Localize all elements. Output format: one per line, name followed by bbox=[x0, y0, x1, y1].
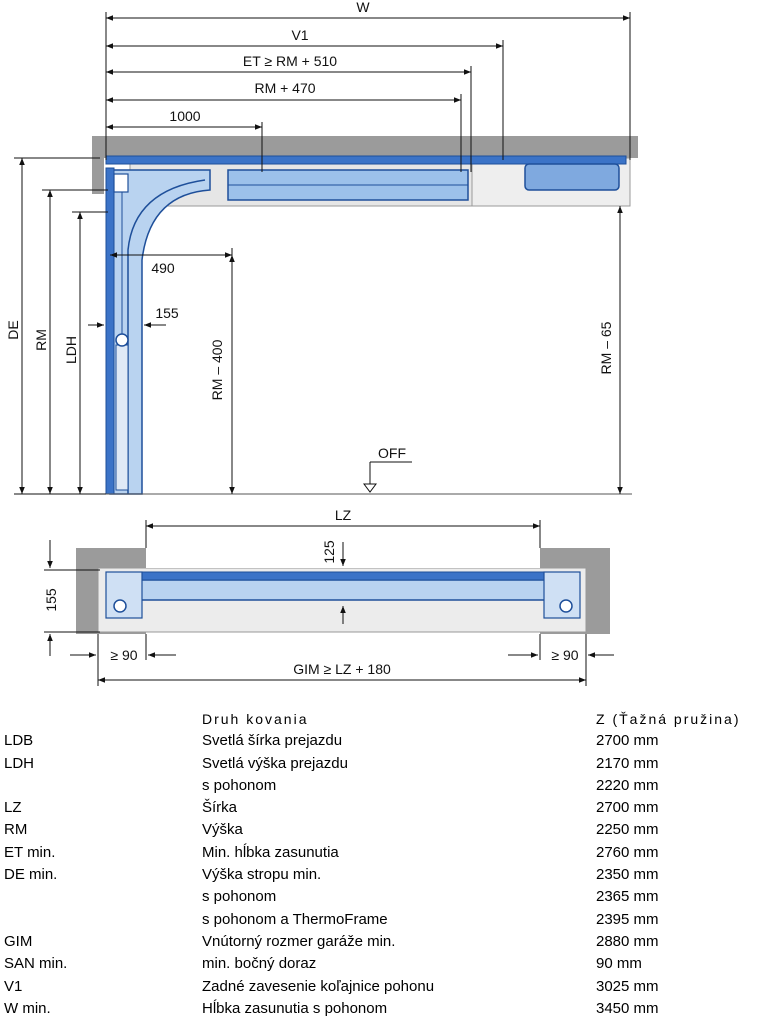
off-label: OFF bbox=[378, 445, 406, 461]
dim-125-label: 125 bbox=[321, 540, 337, 564]
row-label: Výška bbox=[202, 821, 243, 839]
row-value: 90 mm bbox=[596, 955, 642, 973]
off-floor-marker bbox=[363, 461, 412, 493]
lintel-wall bbox=[92, 136, 104, 194]
curved-track bbox=[109, 169, 211, 495]
table-row: RM Výška 2250 mm bbox=[0, 819, 771, 841]
top-rail-plan bbox=[109, 571, 577, 581]
row-label: Šírka bbox=[202, 799, 238, 817]
table-row: V1 Zadné zavesenie koľajnice pohonu 3025 m… bbox=[0, 976, 771, 998]
opener-motor bbox=[524, 163, 620, 191]
dim-155-plan-label: 155 bbox=[43, 588, 59, 612]
left-dimensions bbox=[14, 157, 108, 495]
dim-lz-label: LZ bbox=[335, 507, 352, 523]
dim-rm400-label: RM – 400 bbox=[209, 339, 225, 400]
header-hardware-type: Druh kovania bbox=[202, 711, 309, 727]
garage-door-diagram: W V1 ET ≥ RM + 510 RM + 470 1000 DE RM L… bbox=[5, 0, 638, 686]
row-value: 2365 mm bbox=[596, 888, 659, 906]
dim-w-label: W bbox=[356, 0, 370, 15]
table-row: LZ Šírka 2700 mm bbox=[0, 797, 771, 819]
table-row: ET min. Min. hĺbka zasunutia 2760 mm bbox=[0, 842, 771, 864]
top-roller-bracket bbox=[113, 173, 129, 193]
row-value: 2760 mm bbox=[596, 843, 659, 861]
dim-rm470-label: RM + 470 bbox=[254, 80, 315, 96]
door-leaf-plan bbox=[133, 579, 553, 601]
row-label: Hĺbka zasunutia s pohonom bbox=[202, 999, 388, 1017]
row-label: Vnútorný rozmer garáže min. bbox=[202, 932, 396, 950]
table-row: DE min. Výška stropu min. 2350 mm bbox=[0, 864, 771, 886]
row-label: Zadné zavesenie koľajnice pohonu bbox=[202, 977, 435, 995]
row-code: SAN min. bbox=[4, 955, 68, 973]
tension-spring bbox=[115, 344, 129, 491]
row-label: s pohonom a ThermoFrame bbox=[202, 910, 388, 928]
spring-pulley bbox=[115, 333, 129, 347]
row-label: Výška stropu min. bbox=[202, 866, 322, 884]
dim-155-side-label: 155 bbox=[155, 305, 179, 321]
row-value: 2395 mm bbox=[596, 910, 659, 928]
table-row: LDH Svetlá výška prejazdu 2170 mm bbox=[0, 753, 771, 775]
table-row: LDB Svetlá šírka prejazdu 2700 mm bbox=[0, 730, 771, 752]
row-code: LDB bbox=[4, 732, 34, 750]
row-value: 2700 mm bbox=[596, 799, 659, 817]
spec-table: Druh kovania Z (Ťažná pružina) LDB Svetlá… bbox=[0, 708, 771, 1020]
row-value: 2880 mm bbox=[596, 932, 659, 950]
row-label: Min. hĺbka zasunutia bbox=[202, 843, 339, 861]
top-dimensions bbox=[105, 12, 631, 172]
row-value: 2170 mm bbox=[596, 754, 659, 772]
row-code: ET min. bbox=[4, 843, 56, 861]
plan-dimensions bbox=[44, 520, 614, 686]
dim-490-label: 490 bbox=[151, 260, 175, 276]
row-code: DE min. bbox=[4, 866, 58, 884]
dim-v1-label: V1 bbox=[291, 27, 308, 43]
row-label: s pohonom bbox=[202, 776, 277, 794]
table-row: s pohonom 2365 mm bbox=[0, 886, 771, 908]
row-label: min. bočný doraz bbox=[202, 955, 317, 973]
left-roller-plan bbox=[113, 599, 127, 613]
horizontal-track bbox=[105, 155, 627, 165]
row-code: RM bbox=[4, 821, 28, 839]
row-value: 3025 mm bbox=[596, 977, 659, 995]
plan-section: LZ 125 155 ≥ 90 ≥ 90 GIM ≥ LZ + 180 bbox=[43, 507, 614, 686]
row-value: 3450 mm bbox=[596, 999, 659, 1017]
row-value: 2250 mm bbox=[596, 821, 659, 839]
row-value: 2700 mm bbox=[596, 732, 659, 750]
curve-inner-line bbox=[127, 179, 206, 494]
table-row: GIM Vnútorný rozmer garáže min. 2880 mm bbox=[0, 931, 771, 953]
row-code: LDH bbox=[4, 754, 35, 772]
dim-de-label: DE bbox=[5, 320, 21, 339]
row-code: W min. bbox=[4, 999, 51, 1017]
right-roller-plan bbox=[559, 599, 573, 613]
table-row: SAN min. min. bočný doraz 90 mm bbox=[0, 953, 771, 975]
dim-rm65-label: RM – 65 bbox=[598, 321, 614, 374]
dim-ldh-label: LDH bbox=[63, 336, 79, 364]
row-code: LZ bbox=[4, 799, 22, 817]
row-code: V1 bbox=[4, 977, 23, 995]
table-row: W min. Hĺbka zasunutia s pohonom 3450 mm bbox=[0, 998, 771, 1020]
row-label: Svetlá šírka prejazdu bbox=[202, 732, 343, 750]
header-z-spring: Z (Ťažná pružina) bbox=[596, 711, 741, 727]
side-section: W V1 ET ≥ RM + 510 RM + 470 1000 DE RM L… bbox=[5, 0, 638, 495]
ceiling-slab bbox=[92, 136, 638, 158]
spec-table-header: Druh kovania Z (Ťažná pružina) bbox=[0, 708, 771, 730]
dim-side-right-label: ≥ 90 bbox=[551, 647, 578, 663]
row-value: 2220 mm bbox=[596, 776, 659, 794]
row-value: 2350 mm bbox=[596, 866, 659, 884]
row-label: s pohonom bbox=[202, 888, 277, 906]
inner-dimensions bbox=[88, 206, 623, 494]
dim-side-left-label: ≥ 90 bbox=[110, 647, 137, 663]
row-label: Svetlá výška prejazdu bbox=[202, 754, 348, 772]
table-row: s pohonom a ThermoFrame 2395 mm bbox=[0, 909, 771, 931]
dim-gim-label: GIM ≥ LZ + 180 bbox=[293, 661, 391, 677]
table-row: s pohonom 2220 mm bbox=[0, 775, 771, 797]
vertical-door-leaf bbox=[105, 167, 115, 495]
dim-rm-label: RM bbox=[33, 329, 49, 351]
dim-1000-label: 1000 bbox=[169, 108, 200, 124]
row-code: GIM bbox=[4, 932, 33, 950]
dim-et-label: ET ≥ RM + 510 bbox=[243, 53, 337, 69]
spec-table-rows: LDB Svetlá šírka prejazdu 2700 mm LDH Svetlá… bbox=[0, 730, 771, 1020]
